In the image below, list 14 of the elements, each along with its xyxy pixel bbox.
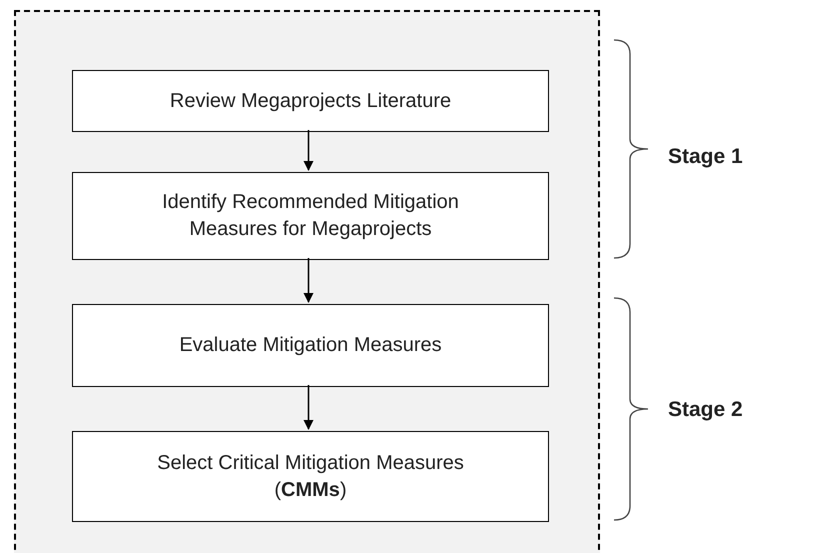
stage-label: Stage 2 xyxy=(668,397,743,423)
arrow xyxy=(304,258,314,303)
box-text: Select Critical Mitigation Measures (CMMs) xyxy=(156,450,465,502)
process-box xyxy=(72,70,549,132)
box-text: Review Megaprojects Literature xyxy=(170,88,452,114)
box-text: Evaluate Mitigation Measures xyxy=(179,333,442,358)
arrow xyxy=(304,130,314,171)
box-text: Identify Recommended Mitigation Measures for Megaprojects xyxy=(161,190,460,242)
dashed-container xyxy=(14,10,600,553)
process-box xyxy=(72,431,549,522)
arrow xyxy=(304,385,314,430)
process-box xyxy=(72,304,549,387)
process-box xyxy=(72,172,549,260)
stage-label: Stage 1 xyxy=(668,144,743,170)
